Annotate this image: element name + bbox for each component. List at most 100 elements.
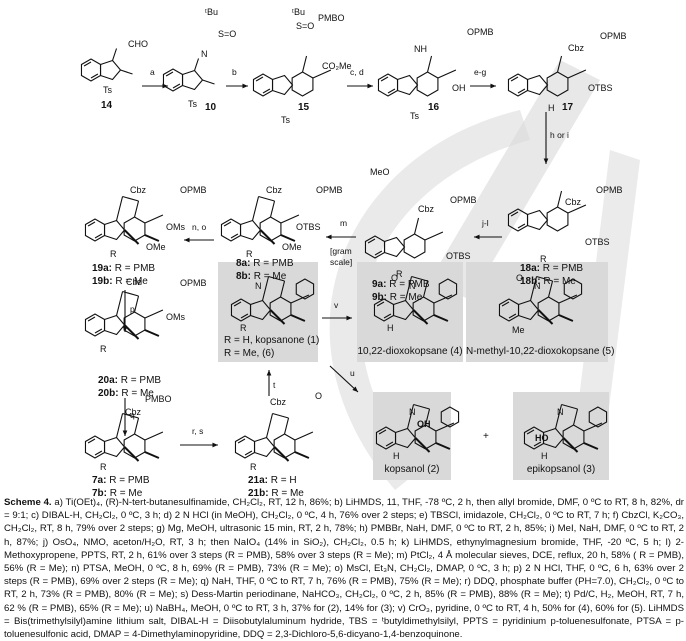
atom-label: R: [100, 462, 107, 472]
atom-label: Cbz: [568, 43, 585, 53]
atom-label: Cbz: [565, 197, 582, 207]
atom-label: S=O: [218, 29, 237, 39]
arrow-hi: [543, 112, 549, 164]
atom-label: Ts: [410, 111, 419, 121]
atom-label: Ts: [103, 85, 112, 95]
atom-label: R: [240, 323, 247, 333]
atom-label: S=O: [296, 21, 315, 31]
caption-text: a) Ti(OEt)₄, (R)-N-tert-butanesulfinamid…: [4, 497, 684, 641]
reagent-p: p: [130, 304, 135, 314]
atom-label: N: [201, 49, 208, 59]
atom-label: N: [409, 281, 416, 291]
n-methyl-dioxokopsane-label: N-methyl-10,22-dioxokopsane (5): [466, 346, 615, 357]
atom-label: Cbz: [126, 277, 143, 287]
atom-label: N: [255, 281, 262, 291]
reagent-jl: j-l: [482, 218, 489, 228]
atom-label: R: [246, 249, 253, 259]
kopsanone-label: R = H, kopsanone (1): [224, 335, 320, 346]
dioxokopsane-label: 10,22-dioxokopsane (4): [357, 346, 463, 357]
reagent-no: n, o: [192, 222, 207, 232]
atom-label: OMs: [166, 222, 185, 232]
kopsanol-box: N OH H kopsanol (2): [373, 392, 460, 480]
atom-label: N: [409, 407, 416, 417]
compound-15-number: 15: [298, 102, 310, 113]
compound-17-number: 17: [562, 102, 574, 113]
reagent-a: a: [150, 67, 155, 77]
arrow-rs: [180, 442, 218, 448]
atom-label: Cbz: [266, 185, 283, 195]
atom-label: H: [548, 103, 555, 113]
compound-15-structure: [252, 55, 332, 97]
compound-16-number: 16: [428, 102, 440, 113]
arrow-p: [122, 290, 128, 332]
atom-label: MeO: [370, 167, 390, 177]
n-methyl-dioxokopsane-box: O N Me N-methyl-10,22-dioxokopsane (5): [466, 262, 615, 362]
atom-label: OPMB: [450, 195, 477, 205]
compound-19-structure: [84, 195, 164, 245]
scheme-caption: Scheme 4. a) Ti(OEt)₄, (R)-N-tert-butane…: [4, 496, 684, 641]
compound-10-structure: [162, 58, 215, 92]
atom-label: OPMB: [467, 27, 494, 37]
atom-label: OPMB: [596, 185, 623, 195]
compound-6-label: R = Me, (6): [224, 348, 275, 359]
atom-label: R: [540, 254, 547, 264]
dioxokopsane-structure: [373, 275, 458, 325]
plus-sign: +: [483, 431, 489, 442]
arrow-a: [142, 83, 168, 89]
atom-label: O: [516, 273, 524, 283]
atom-label: NH: [414, 44, 427, 54]
atom-label: Cbz: [125, 407, 142, 417]
caption-title: Scheme 4.: [4, 497, 52, 508]
arrow-b: [226, 83, 248, 89]
arrow-u: [329, 365, 359, 393]
atom-label: Cbz: [130, 185, 147, 195]
compound-20-structure: [84, 290, 164, 340]
atom-label: OTBS: [588, 83, 613, 93]
arrow-q-line: [122, 398, 128, 436]
compound-16-structure: [377, 55, 457, 97]
arrow-t: [266, 370, 272, 396]
atom-label: OMe: [146, 242, 166, 252]
dioxokopsane-box: O N H 10,22-dioxokopsane (4): [357, 262, 463, 362]
arrow-no: [184, 237, 214, 243]
compound-10-number: 10: [205, 102, 217, 113]
reagent-b: b: [232, 67, 237, 77]
reagent-u: u: [350, 368, 355, 378]
arrow-eg: [470, 83, 496, 89]
reagent-t: t: [273, 380, 276, 390]
epikopsanol-box: N HO H epikopsanol (3): [513, 392, 609, 480]
atom-label: OMe: [282, 242, 302, 252]
atom-label: OPMB: [316, 185, 343, 195]
atom-label: OPMB: [180, 185, 207, 195]
arrow-m: [326, 234, 356, 240]
kopsanol-label: kopsanol (2): [384, 464, 440, 475]
atom-label: PMBO: [145, 394, 172, 404]
atom-label: R: [100, 344, 107, 354]
reagent-q: q: [130, 410, 135, 420]
kopsanone-structure: [230, 275, 315, 325]
atom-label: R: [250, 462, 257, 472]
atom-label: Cbz: [270, 397, 287, 407]
compound-21-structure: [234, 412, 314, 462]
compound-14-structure: [80, 48, 133, 82]
atom-label: Me: [512, 325, 525, 335]
atom-label: OH: [417, 419, 431, 429]
reagent-v: v: [334, 300, 339, 310]
atom-label: Ts: [281, 115, 290, 125]
atom-label: OPMB: [180, 278, 207, 288]
atom-label: PMBO: [318, 13, 345, 23]
atom-label: R: [396, 269, 403, 279]
compound-18-structure: [507, 190, 587, 232]
atom-label: H: [541, 451, 548, 461]
atom-label: ᵗBu: [205, 7, 218, 17]
reagent-gram-scale: [gram: [330, 246, 352, 256]
atom-label: CHO: [128, 39, 148, 49]
